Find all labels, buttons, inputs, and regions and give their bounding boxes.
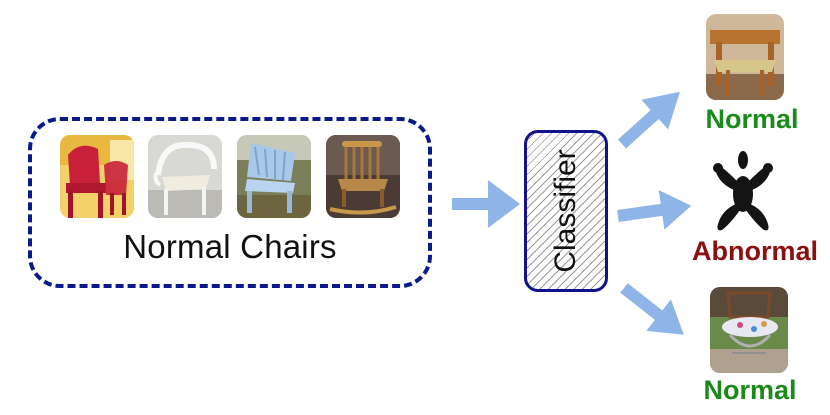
arrow-to-output-1 [617, 91, 680, 149]
normal-chairs-label: Normal Chairs [123, 228, 337, 265]
output-image-floral-chair [710, 287, 788, 373]
normal-chairs-group [28, 117, 432, 288]
output-image-abnormal-object [704, 150, 782, 236]
arrow-to-output-2 [617, 190, 692, 230]
output-label-1: Normal [705, 104, 799, 134]
output-image-wooden-chair [706, 14, 784, 100]
arrow-to-classifier [452, 180, 520, 228]
chair-image-red-plastic [60, 135, 134, 218]
output-label-2: Abnormal [691, 236, 818, 266]
chair-image-white-wicker [148, 135, 222, 218]
arrow-to-output-3 [620, 283, 684, 335]
classifier-label: Classifier [549, 149, 582, 273]
classifier-box: Classifier [524, 130, 608, 292]
chair-image-blue-plastic [237, 135, 311, 218]
chair-image-rocking-chair [326, 135, 400, 218]
output-label-3: Normal [703, 375, 797, 405]
